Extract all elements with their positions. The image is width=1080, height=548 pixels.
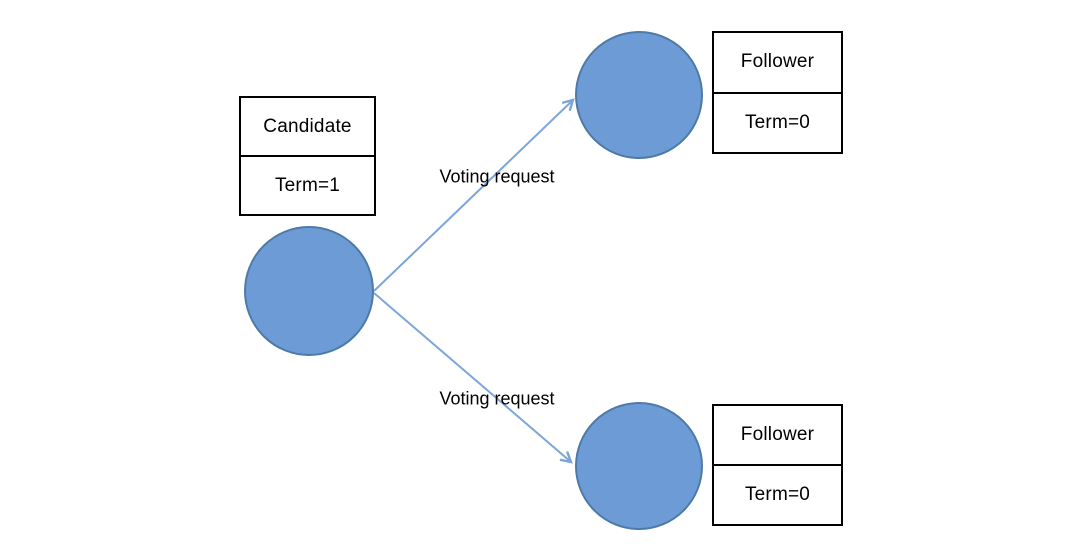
voting-request-arrow-bottom bbox=[373, 292, 571, 462]
voting-request-arrow-top bbox=[373, 100, 573, 292]
follower-top-node-circle bbox=[575, 31, 703, 159]
follower-top-role-label: Follower bbox=[740, 51, 815, 73]
follower-bottom-node-circle bbox=[575, 402, 703, 530]
follower-top-term-label: Term=0 bbox=[714, 91, 841, 153]
follower-bottom-role-label: Follower bbox=[740, 424, 815, 445]
candidate-role-label: Candidate bbox=[263, 115, 352, 137]
candidate-label-box: Candidate Term=1 bbox=[239, 96, 376, 216]
candidate-node-circle bbox=[244, 226, 374, 356]
voting-request-label-bottom: Voting request bbox=[439, 388, 555, 409]
voting-request-label-top: Voting request bbox=[439, 166, 555, 187]
follower-bottom-term-label: Term=0 bbox=[714, 464, 841, 524]
follower-top-label-box: Follower Term=0 bbox=[712, 31, 843, 154]
candidate-term-label: Term=1 bbox=[241, 155, 374, 214]
follower-bottom-label-box: Follower Term=0 bbox=[712, 404, 843, 526]
